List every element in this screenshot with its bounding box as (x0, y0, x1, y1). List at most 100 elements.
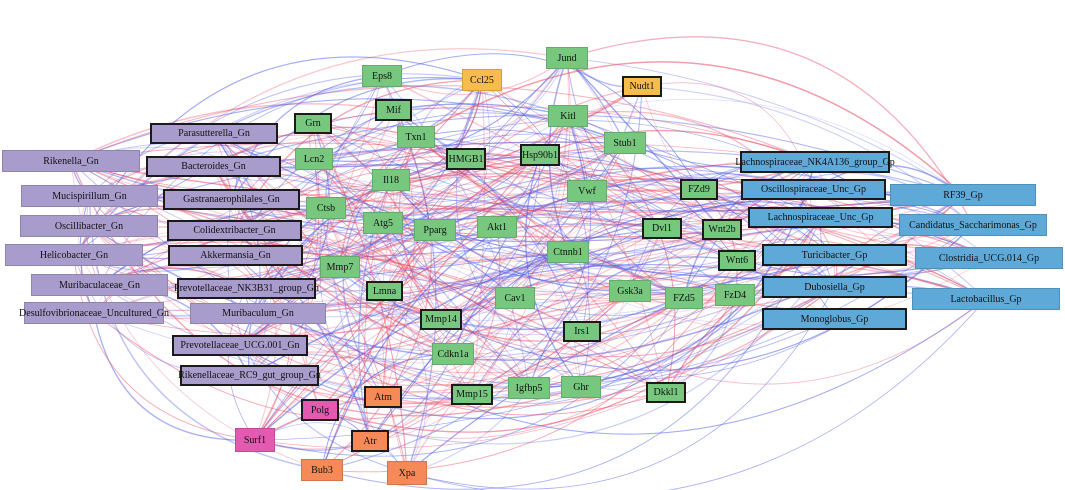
node-stub1[interactable]: Stub1 (604, 132, 646, 154)
node-jund[interactable]: Jund (546, 47, 588, 69)
node-ctsb[interactable]: Ctsb (306, 197, 346, 219)
edge (235, 178, 814, 257)
node-hmgb1[interactable]: HMGB1 (446, 148, 486, 170)
node-wnt2b[interactable]: Wnt2b (702, 219, 742, 240)
node-igfbp5[interactable]: Igfbp5 (508, 377, 550, 399)
node-oscillospiraceae-unc-gp[interactable]: Oscillospiraceae_Unc_Gp (741, 179, 886, 200)
node-cdkn1a[interactable]: Cdkn1a (432, 343, 474, 365)
edge (382, 170, 723, 230)
edge (465, 158, 990, 331)
node-wnt6[interactable]: Wnt6 (718, 250, 756, 271)
node-parasutterella-gn[interactable]: Parasutterella_Gn (150, 123, 278, 144)
node-txn1[interactable]: Txn1 (397, 126, 435, 148)
edge (339, 57, 568, 268)
node-gsk3a[interactable]: Gsk3a (609, 280, 651, 302)
edge (465, 114, 626, 160)
edge (70, 86, 643, 196)
node-hsp90b1[interactable]: Hsp90b1 (520, 144, 560, 166)
node-lcn2[interactable]: Lcn2 (295, 148, 333, 170)
edge (440, 154, 541, 320)
node-nudt1[interactable]: Nudt1 (622, 76, 662, 97)
node-ccl25[interactable]: Ccl25 (462, 69, 502, 91)
node-fzd5[interactable]: FZd5 (665, 287, 703, 309)
edge (566, 57, 964, 196)
edge (567, 217, 821, 269)
node-colidextribacter-gn[interactable]: Colidextribacter_Gn (167, 220, 302, 241)
node-atm[interactable]: Atm (364, 386, 402, 408)
node-muribaculum-gn[interactable]: Muribaculum_Gn (190, 303, 326, 324)
node-rikenella-gn[interactable]: Rikenella_Gn (2, 150, 140, 172)
node-mmp15[interactable]: Mmp15 (451, 384, 493, 405)
edge (73, 227, 663, 261)
edge (254, 286, 835, 441)
edge (528, 256, 738, 389)
edge (384, 142, 626, 292)
edge (390, 179, 723, 270)
node-surf1[interactable]: Surf1 (235, 428, 275, 452)
node-turicibacter-gp[interactable]: Turicibacter_Gp (762, 244, 907, 266)
edge (325, 207, 835, 304)
node-polg[interactable]: Polg (301, 399, 339, 421)
node-akt1[interactable]: Akt1 (477, 216, 517, 238)
edge (321, 217, 821, 490)
node-cav1[interactable]: Cav1 (495, 287, 535, 309)
edge (434, 229, 685, 299)
node-dvl1[interactable]: Dvl1 (642, 218, 682, 239)
node-atg5[interactable]: Atg5 (363, 212, 403, 234)
node-mmp14[interactable]: Mmp14 (420, 309, 462, 330)
edge (384, 290, 428, 474)
edge (384, 194, 964, 320)
node-dubosiella-gp[interactable]: Dubosiella_Gp (762, 276, 907, 298)
edge (514, 173, 814, 299)
node-muribaculaceae-gn[interactable]: Muribaculaceae_Gn (31, 274, 168, 296)
edge (93, 265, 247, 314)
node-lactobacillus-gp[interactable]: Lactobacillus_Gp (912, 288, 1060, 310)
node-dkkl1[interactable]: Dkkl1 (646, 382, 686, 403)
edge (440, 275, 736, 321)
edge (339, 196, 663, 268)
edge (249, 248, 987, 377)
node-vwf[interactable]: Vwf (567, 180, 607, 202)
node-atr[interactable]: Atr (351, 430, 389, 452)
edge (452, 188, 700, 355)
node-mmp7[interactable]: Mmp7 (320, 256, 360, 278)
edge (359, 136, 417, 398)
node-rikenellaceae-rc9-gn[interactable]: Rikenellaceae_RC9_gut_group_Gn (178, 365, 321, 386)
node-clostridia-ucg014-gp[interactable]: Clostridia_UCG.014_Gp (915, 247, 1063, 269)
node-rf39-gp[interactable]: RF39_Gp (890, 184, 1036, 206)
node-lachnospiraceae-nk4a136-gp[interactable]: Lachnospiraceae_NK4A136_group_Gp (735, 151, 895, 173)
edge (382, 222, 736, 335)
node-ctnnb1[interactable]: Ctnnb1 (547, 241, 589, 263)
node-fzd4[interactable]: FzD4 (715, 284, 755, 306)
node-kitl[interactable]: Kitl (548, 105, 588, 127)
node-prevotellaceae-ucg001-gn[interactable]: Prevotellaceae_UCG.001_Gn (172, 335, 308, 356)
node-bub3[interactable]: Bub3 (301, 459, 343, 481)
edge (246, 235, 685, 299)
node-gastranaerophilales-gn[interactable]: Gastranaerophilales_Gn (163, 189, 300, 210)
edge (254, 391, 473, 441)
edge (381, 57, 568, 96)
edge (382, 318, 835, 400)
node-monoglobus-gp[interactable]: Monoglobus_Gp (762, 308, 907, 330)
node-xpa[interactable]: Xpa (387, 461, 427, 485)
node-ghr[interactable]: Ghr (561, 376, 601, 398)
node-il18[interactable]: Il18 (372, 169, 410, 191)
edge (89, 151, 384, 224)
node-akkermansia-gn[interactable]: Akkermansia_Gn (168, 245, 303, 266)
node-mucispirillum-gn[interactable]: Mucispirillum_Gn (21, 185, 158, 207)
node-lmna[interactable]: Lmna (366, 281, 403, 301)
node-bacteroides-gn[interactable]: Bacteroides_Gn (146, 156, 281, 177)
node-irs1[interactable]: Irs1 (563, 321, 601, 342)
node-pparg[interactable]: Pparg (414, 219, 456, 241)
node-prevotellaceae-nk3b31-gn[interactable]: Prevotellaceae_NK3B31_group_Gn (174, 278, 319, 299)
edge (73, 231, 582, 388)
node-lachnospiraceae-unc-gp[interactable]: Lachnospiraceae_Unc_Gp (748, 207, 893, 228)
node-candidatus-saccharimonas-gp[interactable]: Candidatus_Saccharimonas_Gp (899, 214, 1047, 236)
node-eps8[interactable]: Eps8 (362, 65, 402, 87)
node-fzd9[interactable]: FZd9 (680, 179, 718, 200)
node-desulfovibrionaceae-gn[interactable]: Desulfovibrionaceae_Uncultured_Gn (19, 302, 169, 324)
node-oscillibacter-gn[interactable]: Oscillibacter_Gn (20, 215, 158, 237)
node-mif[interactable]: Mif (375, 99, 412, 121)
node-grn[interactable]: Grn (294, 113, 332, 134)
node-helicobacter-gn[interactable]: Helicobacter_Gn (5, 244, 143, 266)
